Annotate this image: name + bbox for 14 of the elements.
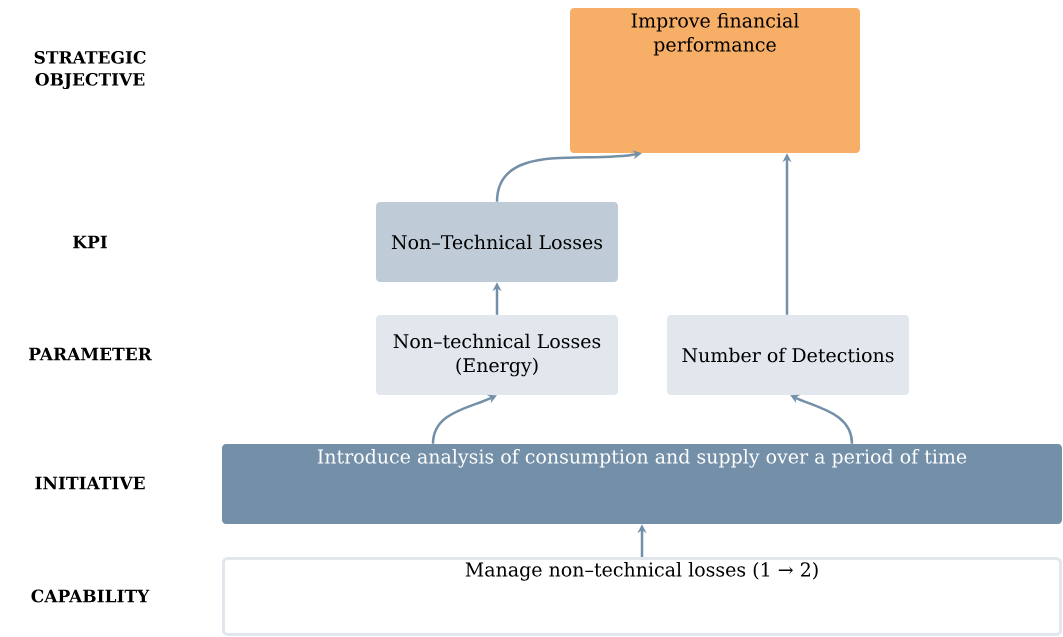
parameter-box: Number of Detections bbox=[667, 315, 909, 395]
arrow bbox=[431, 394, 497, 444]
arrow bbox=[495, 150, 642, 202]
row-label: INITIATIVE bbox=[35, 476, 145, 490]
arrow bbox=[790, 394, 854, 444]
row-label: STRATEGIC OBJECTIVE bbox=[34, 50, 146, 90]
parameter-box: Non–technical Losses (Energy) bbox=[376, 315, 618, 395]
kpi-box: Non–Technical Losses bbox=[376, 202, 618, 282]
row-label: KPI bbox=[73, 235, 107, 249]
row-label: CAPABILITY bbox=[31, 589, 150, 603]
initiative-box: Introduce analysis of consumption and supply over a period of time bbox=[222, 444, 1062, 524]
row-label: PARAMETER bbox=[29, 347, 152, 361]
objective-box: Improve financial performance bbox=[570, 8, 860, 153]
capability-box: Manage non–technical losses (1 → 2) bbox=[222, 557, 1062, 636]
